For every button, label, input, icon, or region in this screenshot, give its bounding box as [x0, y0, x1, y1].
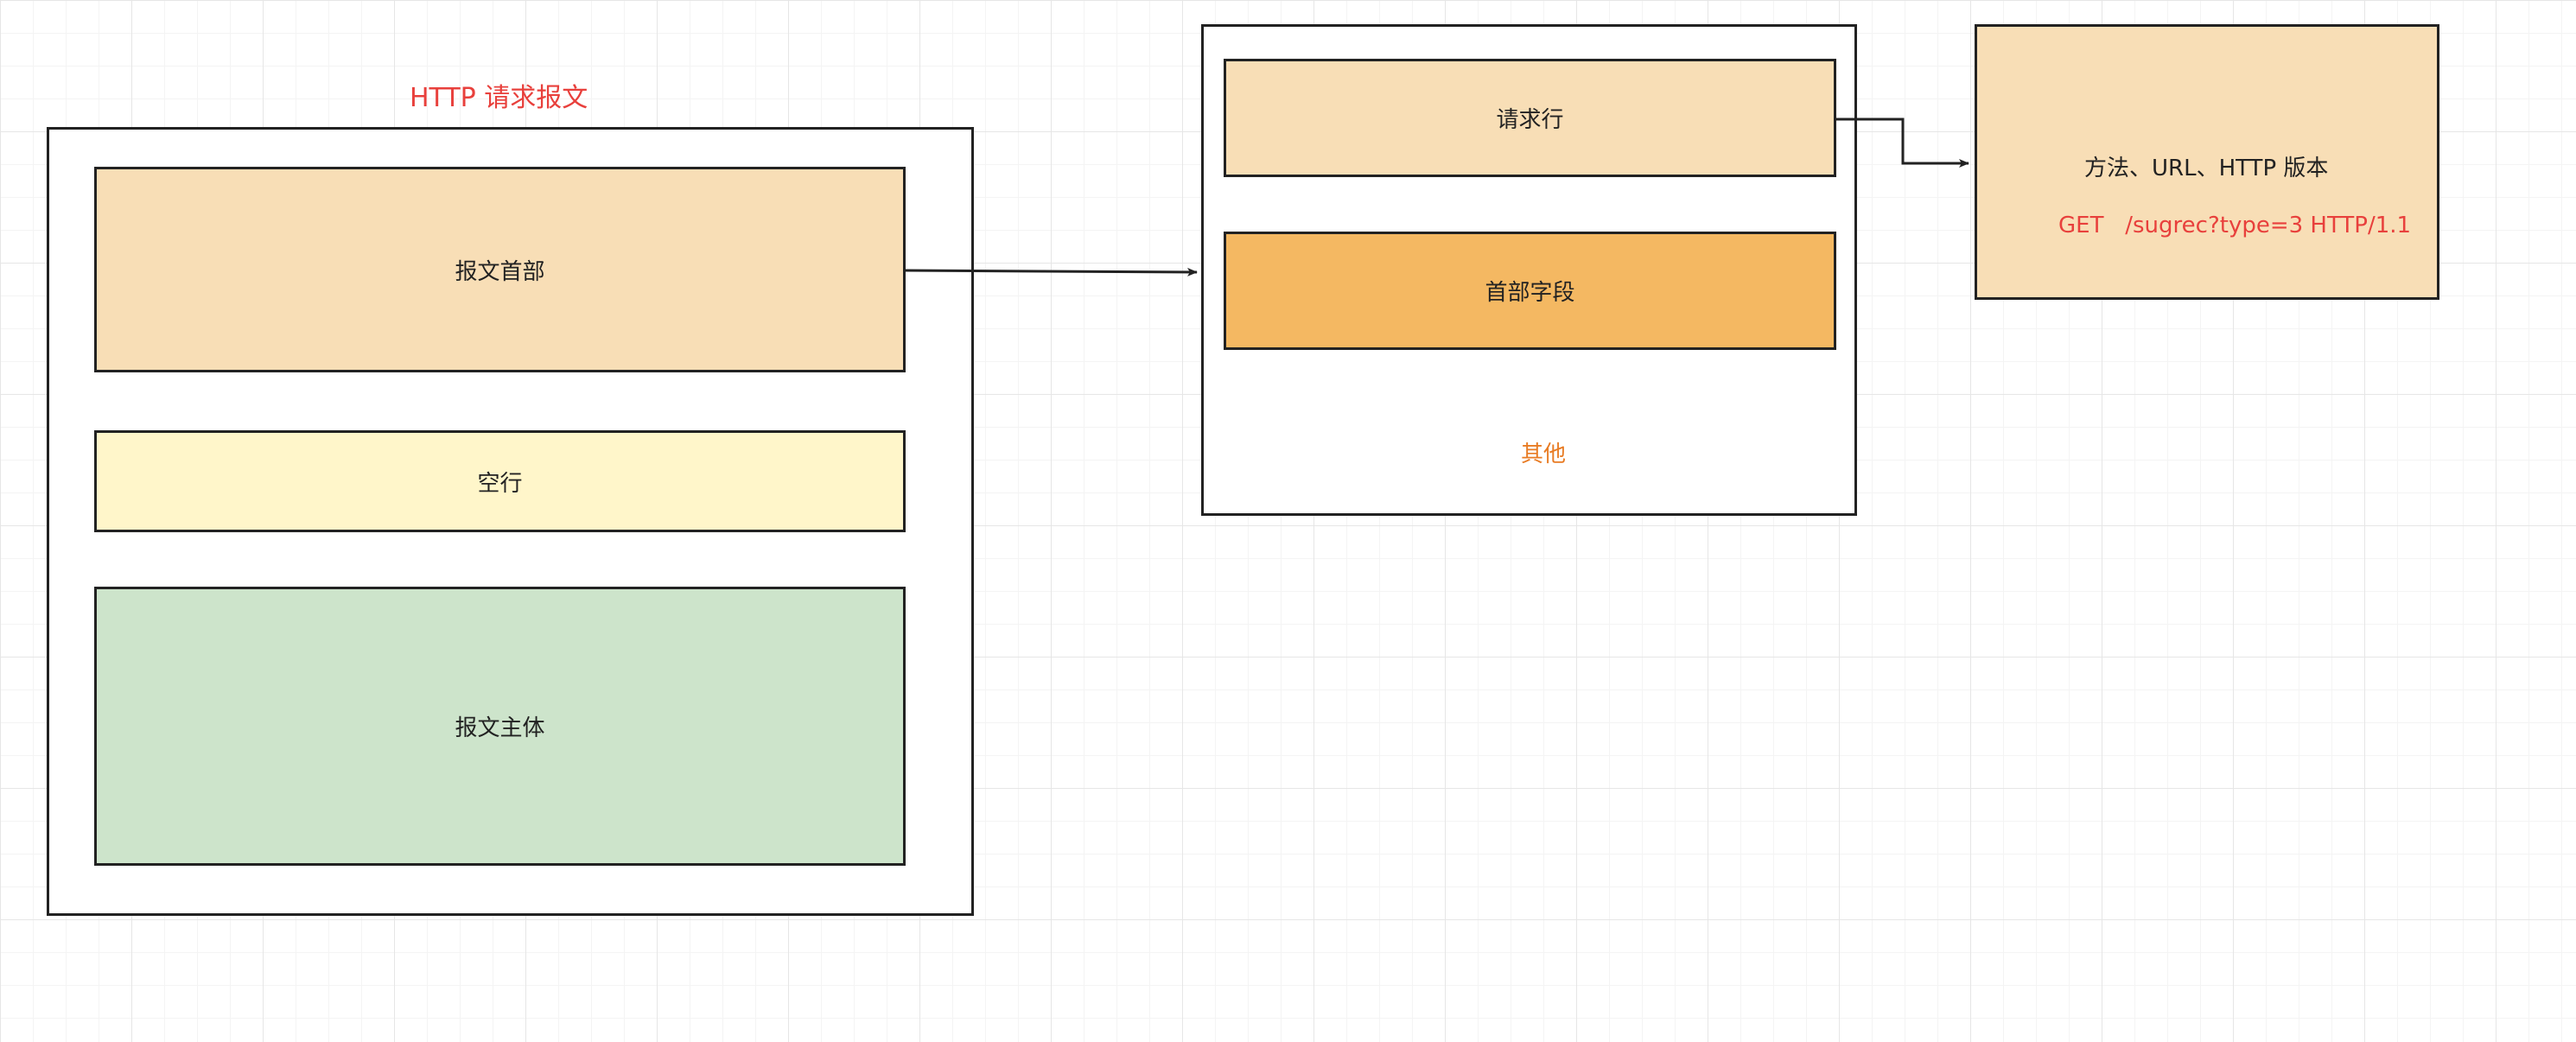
request-line-components-text: 方法、URL、HTTP 版本	[2084, 156, 2329, 181]
message-body-box: 报文主体	[94, 587, 906, 866]
message-header-label: 报文首部	[455, 258, 545, 285]
request-line-box: 请求行	[1224, 59, 1836, 177]
blank-line-label: 空行	[477, 470, 523, 497]
header-fields-label: 首部字段	[1485, 280, 1575, 306]
request-line-detail-box	[1975, 24, 2439, 300]
request-line-example-text: GET /sugrec?type=3 HTTP/1.1	[2058, 213, 2412, 238]
diagram-title: HTTP 请求报文	[410, 83, 588, 113]
message-header-box: 报文首部	[94, 167, 906, 372]
header-fields-box: 首部字段	[1224, 232, 1836, 350]
request-line-label: 请求行	[1496, 107, 1564, 133]
others-label: 其他	[1521, 442, 1567, 467]
message-body-label: 报文主体	[455, 715, 545, 741]
blank-line-box: 空行	[94, 430, 906, 532]
